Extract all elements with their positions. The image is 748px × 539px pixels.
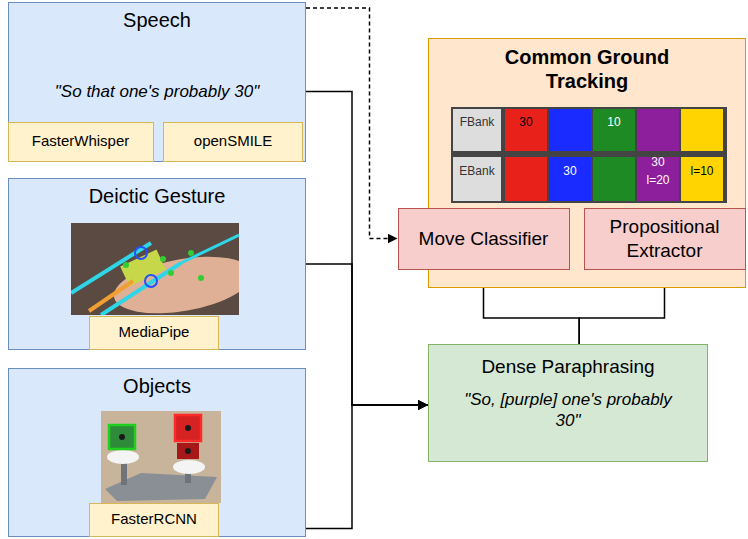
row-head bbox=[453, 157, 501, 201]
node-title: Dense Paraphrasing bbox=[429, 355, 707, 379]
object-marker bbox=[173, 460, 205, 474]
node-title: MediaPipe bbox=[113, 323, 196, 342]
center-dot bbox=[185, 425, 191, 431]
joint-dot bbox=[160, 256, 166, 262]
tool-box: FasterWhisper bbox=[8, 122, 154, 162]
table-label: 30 bbox=[505, 114, 547, 130]
node-title: FasterWhisper bbox=[26, 132, 136, 151]
joint-dot bbox=[168, 270, 174, 276]
joint-ring bbox=[145, 275, 157, 287]
yellow-cell bbox=[681, 157, 723, 201]
skeleton-line bbox=[89, 281, 133, 311]
node-title: Move Classifier bbox=[413, 227, 555, 251]
red-cell bbox=[505, 157, 547, 201]
tool-box: FasterRCNN bbox=[89, 503, 219, 537]
input-panel: Speech "So that one's probably 30" FasterW… bbox=[8, 2, 306, 162]
node-title: Objects bbox=[9, 373, 305, 399]
green-cell bbox=[593, 157, 635, 201]
table-label: l=20 bbox=[637, 172, 679, 188]
tool-box: MediaPipe bbox=[89, 316, 219, 350]
skeleton-line bbox=[71, 243, 151, 293]
process-box: Move Classifier bbox=[398, 208, 570, 270]
node-body: "So that one's probably 30" bbox=[9, 81, 305, 102]
table-label: 30 bbox=[637, 154, 679, 170]
blue-cell bbox=[549, 109, 591, 151]
flow-arrow bbox=[306, 264, 428, 405]
input-panel: Deictic GestureMediaPipe bbox=[8, 178, 306, 350]
green-cell bbox=[593, 109, 635, 151]
hand-photo bbox=[71, 223, 239, 315]
joint-dot bbox=[188, 250, 194, 256]
node-title: Speech bbox=[9, 7, 305, 33]
input-panel: ObjectsFasterRCNN bbox=[8, 368, 306, 537]
table-label: EBank bbox=[453, 163, 501, 179]
green-block bbox=[109, 425, 135, 449]
center-dot bbox=[119, 434, 125, 440]
node-title: Common Ground Tracking bbox=[478, 45, 696, 93]
skeleton-line bbox=[181, 235, 239, 263]
joint-dot bbox=[123, 262, 129, 268]
node-title: Propositional Extractor bbox=[585, 215, 745, 263]
tracking-panel: Common Ground TrackingMove ClassifierPro… bbox=[428, 38, 746, 288]
node-body: "So, [purple] one's probably 30" bbox=[449, 389, 687, 432]
purple-cell bbox=[637, 109, 679, 151]
table-ground bbox=[451, 107, 727, 203]
table-label: 30 bbox=[549, 163, 591, 179]
objects-photo bbox=[101, 411, 221, 503]
flow-arrow bbox=[306, 405, 428, 529]
tool-box: openSMILE bbox=[163, 122, 303, 162]
object-marker bbox=[107, 450, 139, 464]
table-label: FBank bbox=[453, 114, 501, 130]
photo-ground bbox=[101, 411, 221, 503]
blue-cell bbox=[549, 157, 591, 201]
table-label: 10 bbox=[593, 114, 635, 130]
node-title: FasterRCNN bbox=[105, 510, 203, 529]
center-dot bbox=[185, 448, 191, 454]
node-title: openSMILE bbox=[188, 132, 278, 151]
joint-dot bbox=[198, 275, 204, 281]
process-box: Dense Paraphrasing "So, [purple] one's pr… bbox=[428, 344, 708, 462]
joint-ring bbox=[135, 247, 147, 259]
red-block bbox=[177, 443, 199, 459]
table-label: l=10 bbox=[681, 163, 723, 179]
red-cell bbox=[505, 109, 547, 151]
red-block bbox=[175, 415, 201, 441]
row-head bbox=[453, 109, 501, 151]
yellow-cell bbox=[681, 109, 723, 151]
block bbox=[120, 250, 166, 287]
skeleton-line bbox=[101, 263, 181, 315]
node-title: Deictic Gesture bbox=[9, 183, 305, 209]
process-box: Propositional Extractor bbox=[584, 208, 746, 270]
